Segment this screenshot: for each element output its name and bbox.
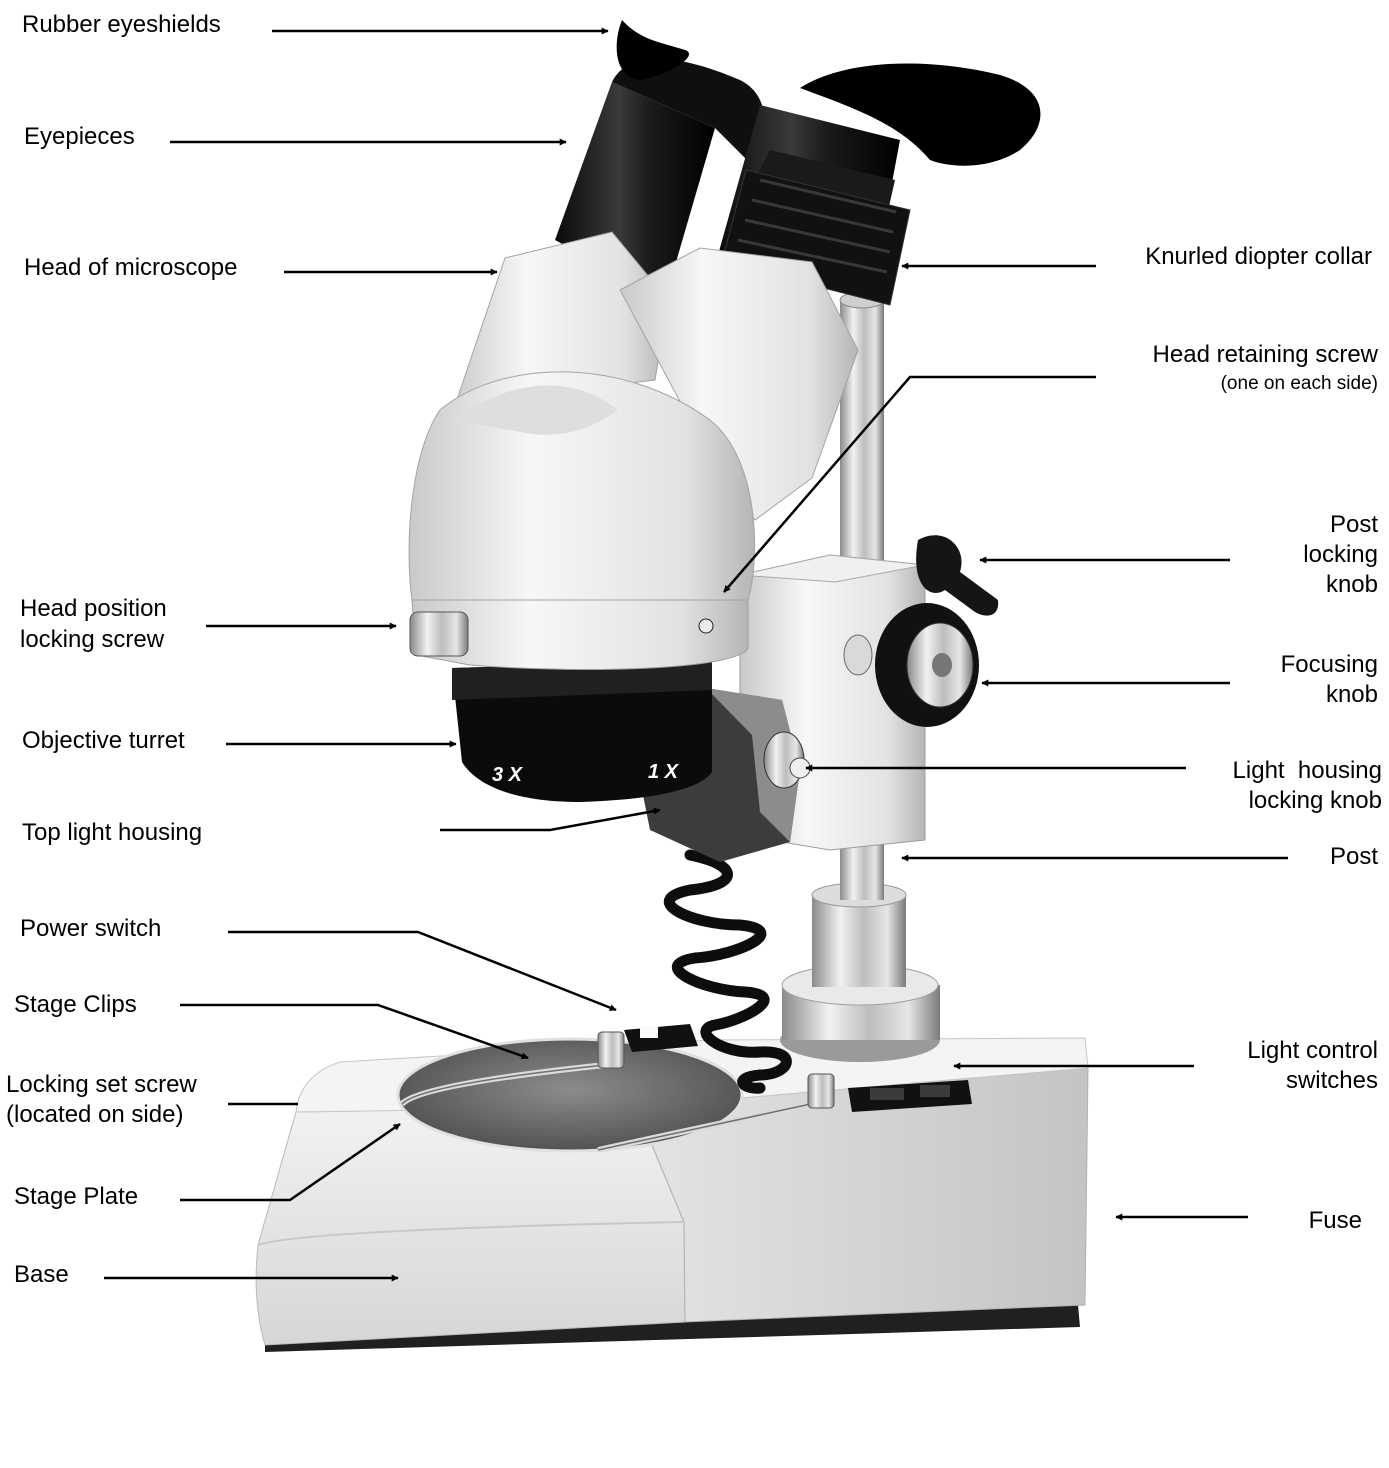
label-text-line-2: locking knob [1249,787,1382,814]
label-post-locking-knob: Post locking knob [980,511,1378,598]
turret-marking-1x: 1 X [648,761,680,783]
label-knurled-diopter-collar: Knurled diopter collar [902,243,1372,270]
label-text-line-1: Light housing [1233,757,1382,784]
label-text-line-2: (located on side) [6,1101,183,1128]
label-top-light-housing: Top light housing [22,810,660,846]
label-eyepieces: Eyepieces [24,123,566,150]
label-text: Power switch [20,915,161,942]
label-objective-turret: Objective turret [22,727,456,754]
label-text: Post [1330,843,1378,870]
label-fuse: Fuse [1116,1207,1362,1234]
label-focusing-knob: Focusing knob [982,651,1378,708]
label-post: Post [902,843,1378,870]
label-text-line-1: Locking set screw [6,1071,197,1098]
label-text-line-2: knob [1326,681,1378,708]
label-text: Stage Plate [14,1183,138,1210]
label-stage-clips: Stage Clips [14,991,528,1058]
label-text: Knurled diopter collar [1145,243,1372,270]
label-text: Fuse [1309,1207,1362,1234]
label-text: Base [14,1261,69,1288]
label-text-line-2: locking [1303,541,1378,568]
label-text-line-1: Post [1330,511,1378,538]
microscope-illustration: 3 X 1 X [256,20,1088,1352]
label-text: Head of microscope [24,254,237,281]
focusing-knob [875,603,979,727]
label-head-of-microscope: Head of microscope [24,254,497,281]
label-text-line-3: knob [1326,571,1378,598]
turret-marking-3x: 3 X [492,764,524,786]
label-locking-set-screw: Locking set screw (located on side) [6,1071,298,1128]
label-text: Eyepieces [24,123,135,150]
label-text-line-1: Light control [1247,1037,1378,1064]
label-rubber-eyeshields: Rubber eyeshields [22,11,608,38]
stage-plate [398,1039,742,1151]
label-text-line-2: locking screw [20,626,165,653]
label-text: Top light housing [22,819,202,846]
head-ring [410,600,748,670]
label-text: Rubber eyeshields [22,11,221,38]
label-subtext: (one on each side) [1221,373,1378,394]
label-text: Objective turret [22,727,185,754]
label-text-line-1: Focusing [1281,651,1378,678]
label-head-position-locking-screw: Head position locking screw [20,595,396,653]
label-text-line-2: switches [1286,1067,1378,1094]
label-text: Stage Clips [14,991,137,1018]
label-text: Head retaining screw [1153,341,1379,368]
label-text-line-1: Head position [20,595,167,622]
head-of-microscope [409,232,858,600]
